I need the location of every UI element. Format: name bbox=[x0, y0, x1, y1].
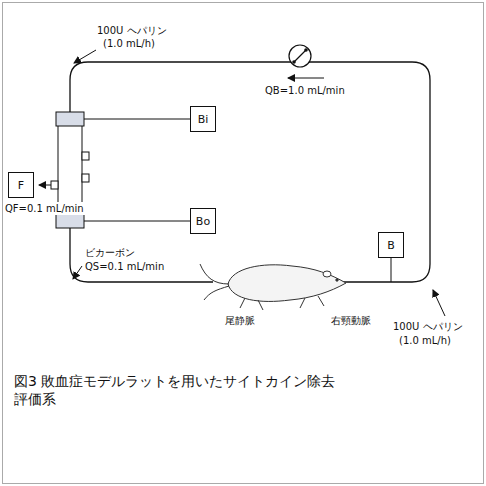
sample-box: Bo bbox=[190, 208, 216, 234]
frame bbox=[3, 3, 484, 484]
sample-box: B bbox=[378, 232, 404, 258]
box-label: Bo bbox=[196, 215, 210, 228]
flow-label: QB=1.0 mL/min bbox=[264, 84, 346, 97]
flow-label: QF=0.1 mL/min bbox=[4, 202, 85, 215]
box-label: F bbox=[18, 179, 24, 192]
flow-label: 右頸動脈 bbox=[330, 314, 372, 327]
tubing bbox=[70, 62, 430, 282]
sampling-line bbox=[84, 119, 190, 120]
heparin-arrow bbox=[433, 290, 445, 316]
flow-arrow bbox=[288, 78, 324, 79]
flow-label: 100U ヘパリン bbox=[96, 24, 168, 37]
sampling-line bbox=[84, 221, 190, 222]
flow-label: ビカーボン bbox=[84, 246, 136, 259]
box-label: B bbox=[387, 239, 395, 252]
roller-pump bbox=[289, 45, 311, 67]
flow-label: (1.0 mL/h) bbox=[398, 334, 452, 347]
figure-caption: 図3 敗血症モデルラットを用いたサイトカイン除去評価系 bbox=[14, 372, 344, 408]
heparin-arrow bbox=[74, 50, 96, 63]
flow-label: 尾静脈 bbox=[224, 314, 256, 327]
rat bbox=[200, 264, 346, 310]
flow-label: (1.0 mL/h) bbox=[102, 37, 156, 50]
flow-label: 100U ヘパリン bbox=[392, 320, 464, 333]
sample-box: Bi bbox=[190, 106, 216, 132]
sample-box: F bbox=[8, 172, 34, 198]
flow-label: QS=0.1 mL/min bbox=[84, 260, 165, 273]
filtrate-arrow bbox=[39, 185, 51, 186]
sampling-line bbox=[391, 258, 392, 282]
bicarbonate-arrow bbox=[73, 266, 82, 279]
box-label: Bi bbox=[198, 113, 209, 126]
